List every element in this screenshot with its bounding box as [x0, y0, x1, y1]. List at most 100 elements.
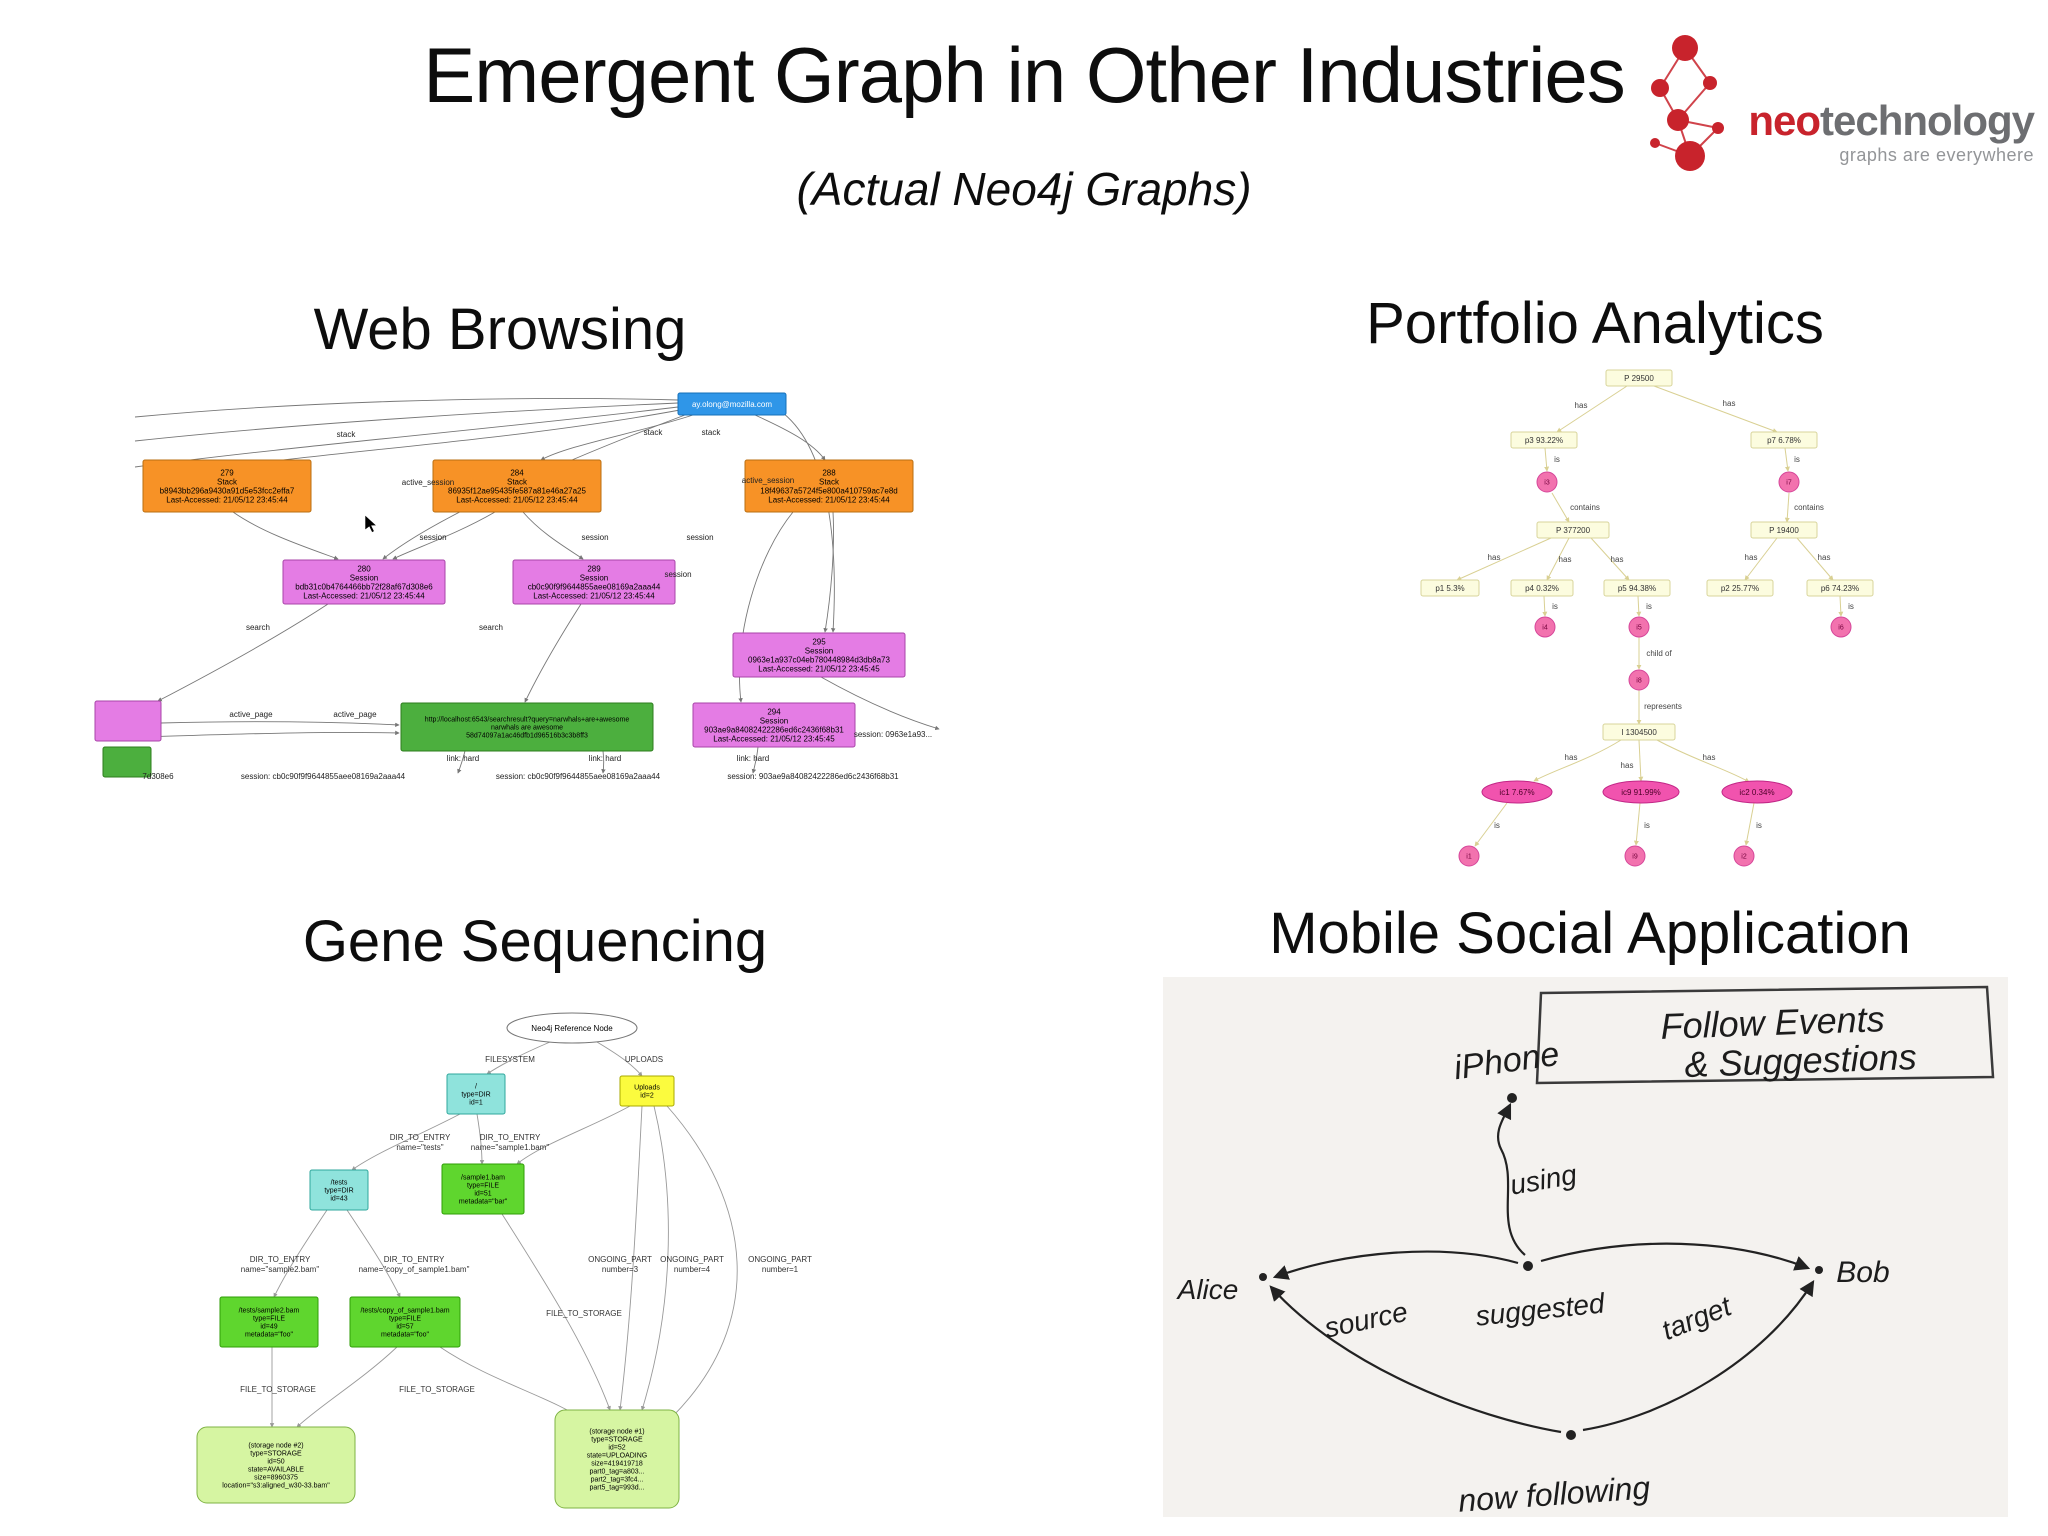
node-portfolio-p377200: P 377200	[1536, 521, 1610, 539]
edge-label: 7d308e6	[142, 772, 174, 781]
svg-text:280: 280	[357, 564, 371, 573]
svg-text:ic9 91.99%: ic9 91.99%	[1621, 788, 1661, 797]
graph-edge	[134, 398, 679, 418]
edge-label: session: cb0c90f9f9644855aee08169a2aaa44	[241, 772, 406, 781]
svg-text:part5_tag=993d...: part5_tag=993d...	[589, 1484, 644, 1491]
edge-label: DIR_TO_ENTRY	[390, 1133, 451, 1142]
graph-edge	[486, 1041, 551, 1075]
graph-edge	[640, 1105, 669, 1411]
svg-text:metadata="bar": metadata="bar"	[459, 1198, 508, 1205]
svg-text:i1: i1	[1466, 853, 1472, 860]
graph-edge	[754, 414, 826, 461]
graph-edge	[257, 409, 681, 465]
edge-label: number=1	[762, 1265, 799, 1274]
graph-edge	[1638, 739, 1644, 782]
graph-edge	[273, 1209, 328, 1298]
node-component-ic1: ic1 7.67%	[1481, 780, 1553, 804]
svg-text:metadata="foo": metadata="foo"	[245, 1331, 293, 1338]
edge-label: contains	[1794, 503, 1824, 512]
svg-text:284: 284	[510, 468, 524, 477]
graph-edge	[1784, 492, 1790, 523]
edge-label: DIR_TO_ENTRY	[250, 1255, 311, 1264]
graph-edge	[820, 676, 940, 731]
graph-edge	[1656, 739, 1750, 783]
svg-text:/tests/sample2.bam: /tests/sample2.bam	[239, 1307, 300, 1314]
edge-label: has	[1575, 401, 1588, 410]
node-instrument-i9: i9	[1624, 845, 1646, 867]
svg-text:Stack: Stack	[819, 477, 840, 486]
graph-edge	[1838, 595, 1844, 617]
svg-text:Last-Accessed: 21/05/12 23:45:: Last-Accessed: 21/05/12 23:45:44	[533, 591, 655, 600]
edge-label: child of	[1646, 649, 1672, 658]
edge-label: represents	[1644, 702, 1682, 711]
svg-text:part0_tag=a803...: part0_tag=a803...	[589, 1468, 644, 1475]
svg-text:294: 294	[767, 707, 781, 716]
edge-target	[1540, 1242, 1811, 1271]
svg-text:Session: Session	[805, 646, 833, 655]
svg-text:Last-Accessed: 21/05/12 23:45:: Last-Accessed: 21/05/12 23:45:44	[303, 591, 425, 600]
sketch-box	[1535, 985, 1995, 1085]
graph-edge	[134, 730, 400, 738]
edge-label: name="copy_of_sample1.bam"	[359, 1265, 470, 1274]
svg-text:location="s3:aligned_w30-33.ba: location="s3:aligned_w30-33.bam"	[222, 1482, 330, 1489]
node-instrument-i2: i2	[1733, 845, 1755, 867]
node-position-p3: p3 93.22%	[1510, 431, 1578, 449]
graph-edge	[601, 750, 606, 774]
svg-text:/: /	[475, 1083, 477, 1090]
edge-label: FILE_TO_STORAGE	[399, 1385, 475, 1394]
svg-text:id=52: id=52	[608, 1444, 625, 1451]
node-portfolio-p29500: P 29500	[1605, 369, 1673, 387]
svg-text:i3: i3	[1544, 479, 1550, 486]
edge-using	[1496, 1102, 1526, 1256]
svg-text:type=FILE: type=FILE	[253, 1315, 285, 1322]
edge-label: is	[1756, 821, 1762, 830]
edge-label: has	[1818, 553, 1831, 562]
svg-text:ic2 0.34%: ic2 0.34%	[1739, 788, 1774, 797]
node-search-result-page: http://localhost:6543/searchresult?query…	[400, 702, 654, 752]
svg-text:903ae9a84082422286ed6c2436f68b: 903ae9a84082422286ed6c2436f68b31	[704, 725, 844, 734]
node-position-p5: p5 94.38%	[1603, 579, 1671, 597]
edge-label: has	[1565, 753, 1578, 762]
graph-edge	[1633, 802, 1641, 846]
node-instrument-i4: i4	[1534, 616, 1556, 638]
graph-edge	[392, 511, 496, 560]
gene-sequencing-graph: Neo4j Reference Node/type=DIRid=1Uploads…	[196, 1012, 812, 1509]
svg-text:0963e1a937c04eb780448984d3db8a: 0963e1a937c04eb780448984d3db8a73	[748, 655, 890, 664]
svg-text:I 1304500: I 1304500	[1621, 728, 1657, 737]
svg-text:Session: Session	[350, 573, 378, 582]
label-suggestions: & Suggestions	[1684, 1036, 1917, 1085]
edge-label: has	[1621, 761, 1634, 770]
edge-label: name="sample1.bam"	[471, 1143, 550, 1152]
svg-text:type=DIR: type=DIR	[461, 1091, 490, 1098]
svg-text:i5: i5	[1636, 624, 1642, 631]
edge-label: UPLOADS	[625, 1055, 663, 1064]
edge-now-following-left	[1269, 1285, 1562, 1434]
svg-text:http://localhost:6543/searchre: http://localhost:6543/searchresult?query…	[425, 716, 630, 723]
svg-text:type=STORAGE: type=STORAGE	[591, 1436, 643, 1443]
graph-edge	[1542, 595, 1548, 617]
edge-label: is	[1552, 602, 1558, 611]
sketch-dot	[1523, 1261, 1533, 1271]
graph-edge	[540, 414, 694, 461]
edge-label: contains	[1570, 503, 1600, 512]
graph-edge	[1544, 447, 1550, 472]
node-partial-page	[102, 746, 152, 778]
svg-text:id=57: id=57	[396, 1323, 413, 1330]
svg-text:P 29500: P 29500	[1624, 374, 1654, 383]
logo-graph-dots-icon	[1650, 35, 1725, 171]
node-component-ic9: ic9 91.99%	[1602, 780, 1680, 804]
svg-text:295: 295	[812, 637, 826, 646]
node-position-p1: p1 5.3%	[1420, 579, 1480, 597]
svg-text:Stack: Stack	[217, 477, 238, 486]
graph-edge	[1590, 537, 1630, 581]
svg-text:bdb31c0b4764466bb72f28af67d308: bdb31c0b4764466bb72f28af67d308e6	[295, 582, 433, 591]
graph-edge	[160, 721, 400, 728]
svg-text:state=AVAILABLE: state=AVAILABLE	[248, 1466, 304, 1473]
logo-technology: technology	[1819, 97, 2035, 144]
edge-label: is	[1646, 602, 1652, 611]
edge-label: DIR_TO_ENTRY	[480, 1133, 541, 1142]
node-stack-279: 279Stackb8943bb296a9430a91d5e53fcc2effa7…	[142, 459, 312, 513]
node-instrument-i1: i1	[1458, 845, 1480, 867]
